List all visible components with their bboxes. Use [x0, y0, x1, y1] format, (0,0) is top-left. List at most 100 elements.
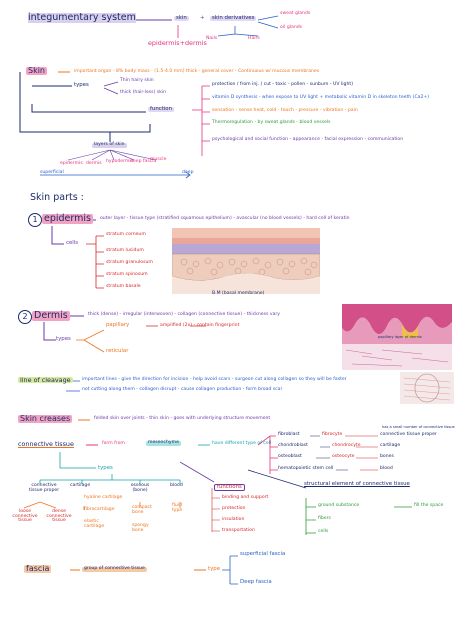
cell-chondroblast: chondroblast [278, 443, 308, 448]
fn-transportation: transportation [222, 528, 255, 533]
ct-top-note: has a small number of connective tissue [382, 425, 455, 429]
fn-protection: protection [222, 506, 246, 511]
integumentary-title: integumentary system [28, 12, 136, 23]
structural-elements-label: structural element of connective tissue [304, 481, 410, 487]
function-protection: protection / from inj. ( cut - toxic - p… [212, 82, 353, 87]
dense-ct: dense connective tissue [46, 509, 72, 524]
stratum-granulosum: stratum granulosum [106, 260, 153, 265]
fill-space: fill the space [414, 503, 444, 508]
loose-ct: loose connective tissue [12, 509, 38, 524]
epidermis-illustration [172, 228, 320, 294]
skin-heading: Skin [26, 66, 48, 75]
cleavage-lines-illustration [400, 372, 454, 404]
number-1: 1 [28, 213, 42, 227]
basal-membrane-label: B.M (basal membrane) [212, 291, 265, 296]
bone-compact: compact bone [132, 505, 152, 515]
fn-insulation: insulation [222, 517, 245, 522]
result-cartilage: cartilage [380, 443, 401, 448]
ct-types-label: types [98, 465, 113, 471]
cell-fibroblast: fibroblast [278, 432, 300, 437]
function-label: function [148, 106, 175, 113]
dermis-description: thick (dense) - irregular (interwoven) -… [88, 312, 281, 317]
papillary-layer-label: papillary layer of dermis [378, 335, 422, 339]
plus-sign: + [200, 15, 205, 21]
layer-dermis: dermis [86, 161, 102, 166]
dermis-heading: Dermis [32, 310, 70, 321]
fascia-heading: fascia [24, 564, 52, 573]
type-blood: blood [170, 483, 183, 488]
mesenchyme-label: mesenchyme [146, 440, 181, 446]
layer-muscle: muscle [150, 157, 167, 162]
oil-glands: oil glands [280, 25, 303, 30]
result-ct-proper: connective tissue proper [380, 432, 437, 437]
connective-tissue-heading: connective tissue [18, 440, 74, 448]
skin-parts-title: Skin parts : [30, 192, 84, 203]
deep-label: deep [182, 170, 194, 175]
cartilage-elastic: elastic cartilage [84, 519, 105, 529]
function-vitamin-d: vitamin D synthesis - when expose to UV … [212, 95, 430, 100]
hairs: Hairs [248, 36, 260, 41]
papillary-description: amplified (2x) - contain fingerprint [160, 323, 240, 328]
reticular-label: reticular [106, 348, 129, 354]
skin-label: skin [174, 15, 189, 22]
skin-creases-description: folded skin over joints - thin skin - go… [94, 416, 271, 421]
cell-hematopoietic: hematopoietic stem cell [278, 466, 334, 471]
layers-of-skin: layers of skin [92, 142, 127, 148]
line-of-cleavage: line of cleavage [18, 376, 73, 384]
cell-osteoblast: osteoblast [278, 454, 302, 459]
cleavage-line-1: important lines - give the direction for… [82, 377, 347, 382]
skin-types-label: types [74, 82, 89, 88]
stratum-corneum: stratum corneum [106, 232, 146, 237]
fascia-type-label: type [208, 566, 221, 572]
skin-derivatives: skin derivatives [210, 15, 257, 22]
stratum-basale: stratum basale [106, 284, 141, 289]
different-cells-label: have different type of cell [212, 441, 272, 446]
result-blood: blood [380, 466, 393, 471]
cell-fibrocyte: fibrocyte [322, 432, 343, 437]
form-from-label: form from [102, 441, 125, 446]
type-cartilage: cartilage [70, 483, 91, 488]
dermis-types-label: types [56, 336, 71, 342]
dermis-illustration [342, 304, 452, 370]
layer-hypodermis: hypodermis [106, 159, 134, 164]
type-bone: osseous (bone) [130, 483, 150, 493]
thick-skin: thick (hair-less) skin [120, 90, 167, 95]
ground-substance: ground substance [318, 503, 360, 508]
cells: cells [318, 529, 329, 534]
cartilage-hyaline: hyaline cartilage [84, 495, 123, 500]
cells-label: cells [66, 240, 79, 246]
layer-epidermis: epidermis [60, 161, 83, 166]
nails: Nails [206, 36, 218, 41]
type-ct-proper: connective tissue proper [28, 483, 60, 493]
epidermis-heading: epidermis [42, 213, 93, 224]
fn-binding: binding and support [222, 495, 269, 500]
cartilage-fibro: fibrocartilage [84, 507, 115, 512]
function-psychological: psychological and social function - appe… [212, 137, 404, 142]
cell-chondrocyte: chondrocyte [332, 443, 361, 448]
stratum-spinosum: stratum spinosum [106, 272, 148, 277]
skin-description: important organ - 8% body mass - (1.5-4.… [74, 69, 320, 74]
superficial-fascia: superficial fascia [240, 551, 286, 557]
thin-skin: Thin hairy skin [120, 78, 154, 83]
fascia-description: group of connective tissue [82, 566, 147, 572]
ct-functions-label: functions [214, 484, 245, 492]
epidermis-description: outer layer - tissue type (stratified sq… [100, 216, 350, 221]
deep-fascia: Deep fascia [240, 579, 272, 585]
function-thermoregulation: Thermoregulation - by sweat glands - blo… [212, 120, 331, 125]
skin-creases-label: Skin creases [18, 414, 73, 423]
cell-osteocyte: osteocyte [332, 454, 355, 459]
cleavage-line-2: not cutting along them - collagen disrup… [82, 387, 283, 392]
blood-fluid: fluid type [172, 503, 183, 513]
papillary-label: papillary [106, 322, 130, 328]
function-sensation: sensation - sense heat, cold - touch - p… [212, 108, 358, 113]
epidermis-plus-dermis: epidermis+dermis [148, 39, 207, 47]
result-bones: bones [380, 454, 394, 459]
superficial-label: superficial [40, 170, 64, 175]
stratum-lucidum: stratum lucidum [106, 248, 144, 253]
fibers: fibers [318, 516, 331, 521]
bone-spongy: spongy bone [132, 523, 149, 533]
layer-deep-fascia: deep fascia [130, 159, 157, 164]
number-2: 2 [18, 310, 32, 324]
